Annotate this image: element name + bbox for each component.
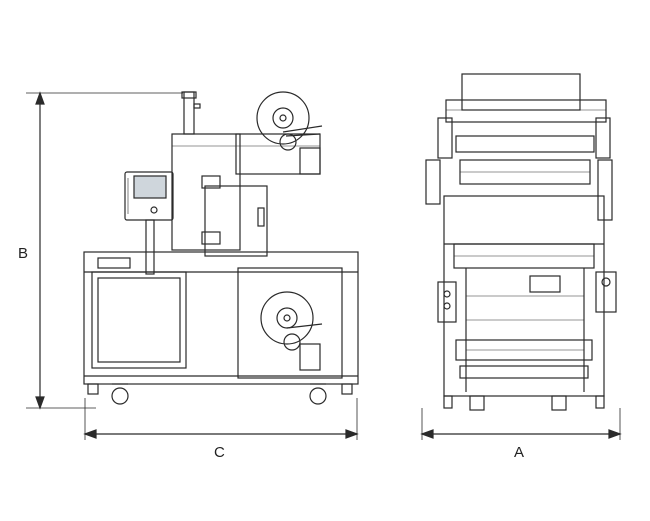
dimension-a bbox=[420, 408, 622, 440]
dimension-b-label: B bbox=[18, 245, 29, 262]
hmi-screen bbox=[133, 175, 167, 199]
dimension-a-label: A bbox=[514, 444, 525, 461]
side-view bbox=[83, 91, 359, 405]
dimension-b bbox=[26, 91, 183, 410]
lower-roll-outer bbox=[260, 291, 314, 345]
dimension-c bbox=[83, 398, 359, 440]
front-view bbox=[425, 73, 617, 411]
dimension-c-label: C bbox=[214, 444, 225, 461]
upper-roll-outer bbox=[256, 91, 310, 145]
